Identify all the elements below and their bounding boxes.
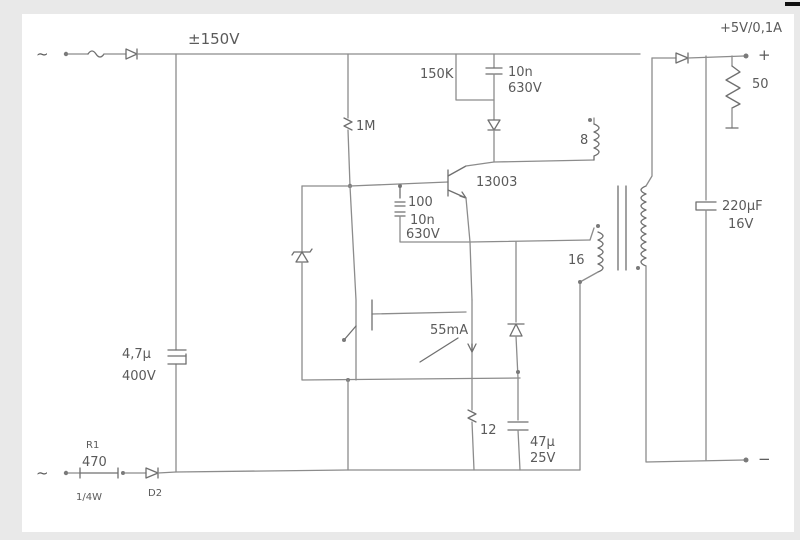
output-section <box>651 52 749 463</box>
label-winding-16: 16 <box>568 253 585 268</box>
label-400v: 400V <box>122 369 156 384</box>
label-630v-mid: 630V <box>406 227 440 242</box>
output-plus-label: + <box>758 46 771 64</box>
transformer <box>578 57 745 471</box>
label-4u7: 4,7µ <box>122 347 151 362</box>
base-network <box>291 181 591 471</box>
fuse-symbol <box>87 50 105 58</box>
label-55ma: 55mA <box>430 323 468 338</box>
label-47u: 47µ <box>530 435 555 450</box>
snubber-network <box>455 53 503 163</box>
zener-left <box>291 248 313 263</box>
label-r1: R1 <box>86 440 99 451</box>
paper <box>22 14 794 532</box>
startup-resistor-column <box>343 53 357 381</box>
resistor-r1 <box>79 467 119 479</box>
label-630v-top: 630V <box>508 81 542 96</box>
label-r1-power: 1/4W <box>76 492 102 503</box>
output-side-regulator <box>507 241 529 471</box>
emitter-path <box>342 299 477 471</box>
label-50: 50 <box>752 77 769 92</box>
output-rating-label: +5V/0,1A <box>720 21 782 36</box>
label-220uf: 220µF <box>722 199 763 214</box>
label-13003: 13003 <box>476 175 517 190</box>
label-d2: D2 <box>148 488 162 499</box>
label-10n-top: 10n <box>508 65 533 80</box>
input-top-symbol: ~ <box>36 45 49 63</box>
capacitor-4u7 <box>167 349 187 365</box>
label-470: 470 <box>82 455 107 470</box>
label-25v: 25V <box>530 451 556 466</box>
corner-mark <box>785 2 800 6</box>
label-16v: 16V <box>728 217 754 232</box>
bus-voltage-label: ±150V <box>188 30 240 48</box>
label-12: 12 <box>480 423 497 438</box>
input-bottom-symbol: ~ <box>36 464 49 482</box>
label-100: 100 <box>408 195 433 210</box>
label-150k: 150K <box>420 67 454 82</box>
label-1m: 1M <box>356 119 376 134</box>
label-winding-8: 8 <box>580 133 588 148</box>
output-minus-label: − <box>758 450 771 468</box>
label-10n-mid: 10n <box>410 213 435 228</box>
